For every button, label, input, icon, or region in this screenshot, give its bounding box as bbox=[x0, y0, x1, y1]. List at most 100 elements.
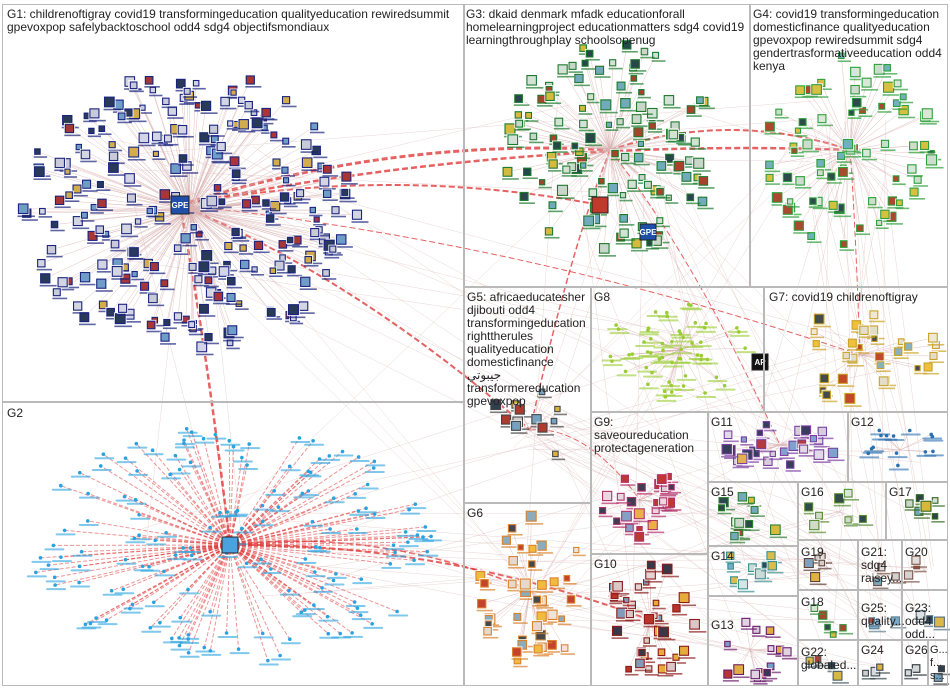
node-g24-2 bbox=[875, 662, 890, 674]
edge-g3-109 bbox=[609, 100, 670, 151]
edge-g3-63 bbox=[590, 96, 611, 151]
node-g4-11 bbox=[879, 208, 897, 223]
node-g8-28 bbox=[736, 346, 757, 354]
node-g11-14 bbox=[798, 443, 815, 457]
background-edge-110 bbox=[820, 188, 920, 568]
node-g5-4 bbox=[553, 405, 568, 416]
node-g15-9 bbox=[744, 519, 760, 532]
edge-g2-53 bbox=[125, 457, 231, 546]
edge-g2-35 bbox=[228, 440, 231, 546]
node-g2-39 bbox=[418, 549, 439, 557]
node-g1-17 bbox=[281, 136, 296, 148]
node-g6-28 bbox=[482, 626, 499, 639]
edge-g2-112 bbox=[138, 514, 231, 546]
node-g1-42 bbox=[321, 163, 339, 177]
node-g1-0 bbox=[81, 178, 98, 192]
node-g1-176 bbox=[161, 96, 176, 109]
node-g13-6 bbox=[722, 668, 739, 682]
node-g4-63 bbox=[882, 63, 898, 75]
node-g2-22 bbox=[352, 577, 373, 585]
node-g10-26 bbox=[624, 665, 639, 676]
node-g7-12 bbox=[877, 375, 896, 390]
node-g10-12 bbox=[657, 625, 676, 641]
node-g2-51 bbox=[324, 578, 345, 586]
node-g2-147 bbox=[280, 637, 301, 645]
node-g2-105 bbox=[386, 550, 407, 558]
node-g7-14 bbox=[841, 351, 857, 363]
edge-g8-9 bbox=[655, 311, 681, 351]
background-edge-106 bbox=[331, 542, 513, 556]
node-g2-131 bbox=[299, 469, 320, 477]
node-g1-151 bbox=[301, 156, 319, 172]
node-g2-87 bbox=[229, 647, 250, 655]
node-g8-54 bbox=[695, 326, 716, 333]
node-g6-18 bbox=[536, 579, 554, 593]
edge-g1-196 bbox=[189, 209, 245, 265]
edge-g1-215 bbox=[164, 209, 191, 338]
node-g2-130 bbox=[303, 519, 324, 527]
node-g3-107 bbox=[561, 164, 577, 177]
node-g4-64 bbox=[810, 83, 829, 98]
background-edge-35 bbox=[118, 100, 815, 156]
node-g5-6 bbox=[500, 413, 518, 428]
node-g1-167 bbox=[117, 302, 134, 316]
edge-g8-33 bbox=[667, 316, 681, 351]
node-g2-132 bbox=[295, 608, 316, 616]
edge-g2-113 bbox=[229, 535, 432, 546]
edge-g1-94 bbox=[189, 209, 291, 241]
edge-g1-125 bbox=[67, 171, 191, 211]
node-g4-57 bbox=[806, 231, 822, 244]
edge-g2-144 bbox=[229, 544, 373, 625]
edge-g4-38 bbox=[849, 149, 918, 181]
node-g8-6 bbox=[653, 355, 674, 363]
node-g2-74 bbox=[265, 489, 286, 496]
node-g3-55 bbox=[630, 113, 648, 127]
node-g1-26 bbox=[297, 300, 315, 314]
node-g1-220 bbox=[110, 265, 129, 280]
node-g2-63 bbox=[26, 570, 47, 578]
edge-g2-22 bbox=[229, 544, 362, 580]
node-g3-6 bbox=[689, 136, 707, 150]
node-g4-55 bbox=[790, 146, 805, 157]
edge-g2-95 bbox=[123, 544, 231, 590]
node-g1-199 bbox=[303, 255, 319, 267]
node-g7-6 bbox=[870, 334, 885, 345]
edge-g8-34 bbox=[679, 349, 702, 360]
node-g2-134 bbox=[44, 543, 65, 551]
node-g7-29 bbox=[818, 372, 836, 387]
background-edge-38 bbox=[563, 120, 913, 463]
inter-edge-0 bbox=[179, 146, 611, 207]
node-g2-37 bbox=[381, 562, 402, 569]
node-g1-181 bbox=[182, 87, 198, 98]
node-g7-9 bbox=[843, 392, 862, 407]
node-g1-203 bbox=[148, 85, 163, 97]
node-g11-3 bbox=[761, 420, 777, 432]
node-g5-9 bbox=[536, 421, 554, 436]
edge-g4-63 bbox=[849, 67, 888, 151]
background-edge-7 bbox=[200, 211, 675, 335]
node-g2-52 bbox=[128, 469, 149, 476]
node-g12-10 bbox=[887, 451, 908, 459]
node-g3-17 bbox=[544, 226, 560, 239]
node-g10-34 bbox=[671, 603, 688, 616]
node-g12-5 bbox=[900, 428, 921, 436]
node-g1-196 bbox=[239, 258, 256, 273]
background-edge-104 bbox=[544, 114, 831, 576]
edge-g2-115 bbox=[229, 457, 243, 546]
node-g1-15 bbox=[223, 241, 239, 254]
node-g3-11 bbox=[626, 178, 644, 192]
node-g1-99 bbox=[198, 303, 216, 317]
edge-g2-11 bbox=[229, 531, 406, 546]
node-g1-183 bbox=[212, 290, 230, 305]
node-g10-16 bbox=[661, 562, 679, 578]
node-g1-154 bbox=[250, 265, 265, 276]
node-g11-24 bbox=[720, 443, 739, 458]
node-g1-78 bbox=[127, 145, 146, 161]
node-g2-91 bbox=[179, 650, 200, 658]
node-g25-0 bbox=[889, 615, 907, 629]
node-g1-110 bbox=[36, 258, 52, 271]
node-g6-17 bbox=[527, 559, 543, 571]
edge-g4-26 bbox=[797, 130, 851, 151]
background-edge-94 bbox=[535, 437, 757, 562]
node-g3-57 bbox=[610, 148, 626, 161]
